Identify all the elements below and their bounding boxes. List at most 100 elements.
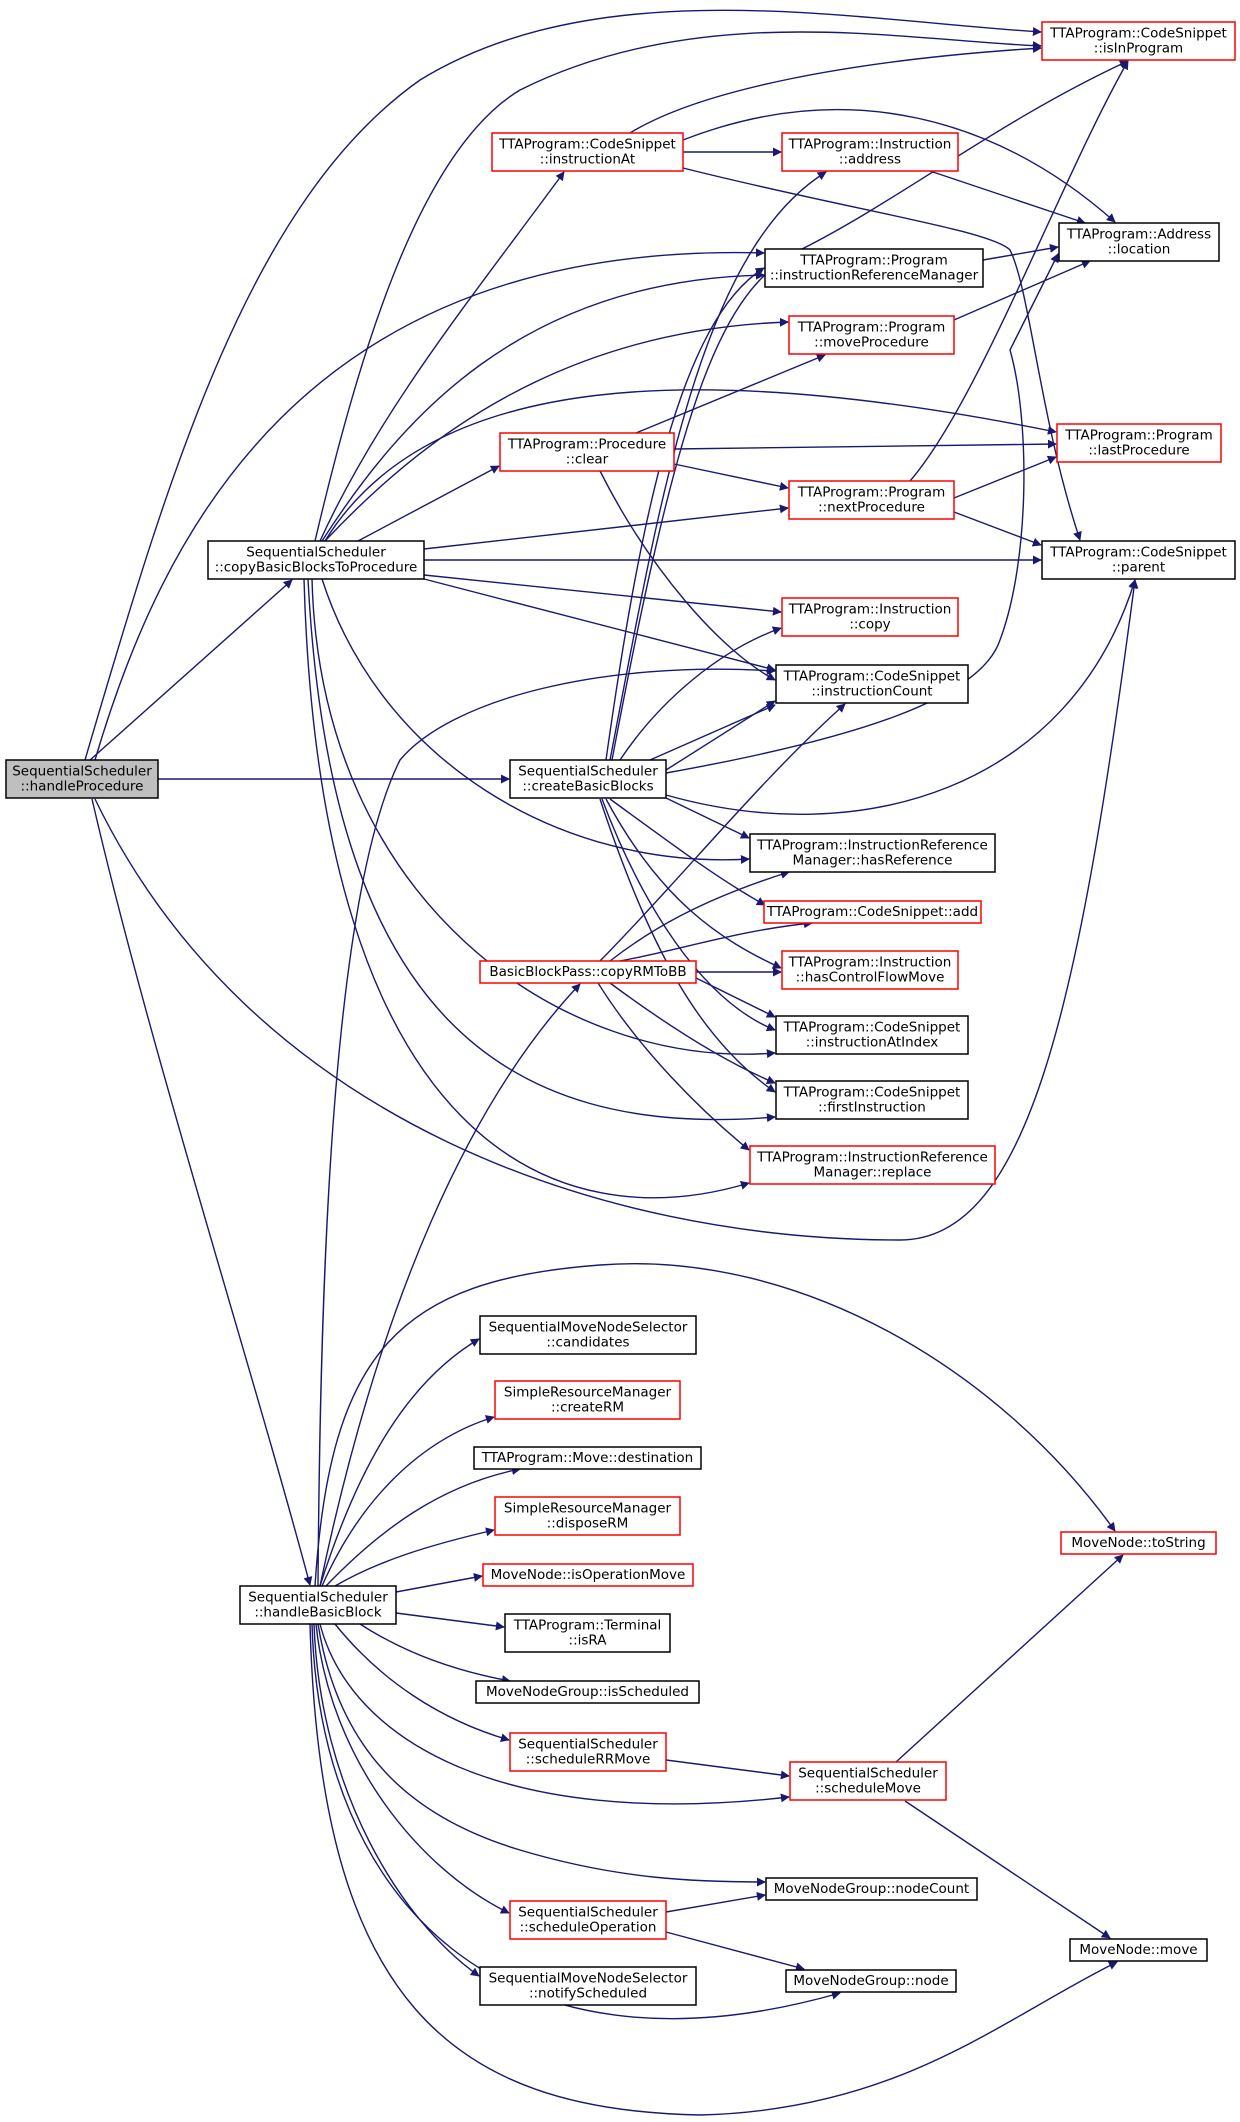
edge-createBB-to-irmHasRef [665, 797, 750, 839]
edge-copyBB-to-csInstrAtIdx [311, 578, 776, 1059]
edge-handleBB-to-mngNodeCount [317, 1623, 766, 1887]
node-box [749, 1145, 996, 1185]
edge-copyBB-to-progIRM [321, 270, 765, 542]
edges [84, 9, 1139, 2116]
node-irmReplace[interactable]: TTAProgram::InstructionReferenceManager:… [749, 1145, 996, 1185]
node-label-line: SequentialScheduler [518, 764, 658, 780]
edge-handleBB-to-srmCreate [321, 1415, 495, 1587]
edge-ssSchedRR-to-ssSchedMove [665, 1759, 790, 1780]
node-srmCreate[interactable]: SimpleResourceManager::createRM [494, 1380, 681, 1420]
node-label-line: TTAProgram::Address [1066, 227, 1211, 243]
node-srmDispose[interactable]: SimpleResourceManager::disposeRM [494, 1496, 681, 1536]
node-label-line: ::handleProcedure [21, 779, 144, 795]
node-label-line: ::clear [566, 452, 609, 468]
node-box [479, 1315, 697, 1355]
node-box [775, 1080, 969, 1120]
node-progLastProc[interactable]: TTAProgram::Program::lastProcedure [1056, 423, 1222, 463]
edge-createBB-to-instrAddr [609, 171, 827, 761]
node-box [775, 1015, 969, 1055]
node-label-line: ::lastProcedure [1088, 443, 1189, 459]
edge-progMoveProc-to-addrLoc [953, 260, 1091, 321]
edge-handleBB-to-moveDest [325, 1466, 521, 1587]
node-root[interactable]: SequentialScheduler::handleProcedure [5, 759, 159, 799]
node-csInstrAtIdx[interactable]: TTAProgram::CodeSnippet::instructionAtIn… [775, 1015, 969, 1055]
node-mnIsOp[interactable]: MoveNode::isOperationMove [482, 1563, 694, 1587]
node-csFirstInstr[interactable]: TTAProgram::CodeSnippet::firstInstructio… [775, 1080, 969, 1120]
node-copyRM[interactable]: BasicBlockPass::copyRMToBB [479, 960, 697, 984]
node-csIsInProg[interactable]: TTAProgram::CodeSnippet::isInProgram [1041, 21, 1236, 61]
node-box [509, 759, 667, 799]
edge-copyBB-to-csFirstInstr [307, 578, 776, 1123]
node-smnsNotify[interactable]: SequentialMoveNodeSelector::notifySchedu… [479, 1966, 697, 2006]
node-termIsRA[interactable]: TTAProgram::Terminal::isRA [504, 1613, 671, 1653]
edge-copyRM-to-irmHasRef [609, 870, 790, 962]
node-ssSchedRR[interactable]: SequentialScheduler::scheduleRRMove [509, 1732, 667, 1772]
node-label-line: MoveNode::toString [1071, 1535, 1205, 1551]
node-label-line: ::isInProgram [1094, 41, 1183, 57]
node-progNextProc[interactable]: TTAProgram::Program::nextProcedure [788, 480, 955, 520]
node-progIRM[interactable]: TTAProgram::Program::instructionReferenc… [764, 248, 984, 288]
node-mngNode[interactable]: MoveNodeGroup::node [785, 1969, 957, 1993]
nodes: SequentialScheduler::handleProcedureSequ… [5, 21, 1236, 2006]
node-progMoveProc[interactable]: TTAProgram::Program::moveProcedure [788, 315, 955, 355]
node-label-line: ::location [1108, 242, 1171, 258]
node-ssSchedOp[interactable]: SequentialScheduler::scheduleOperation [509, 1900, 667, 1940]
edge-copyBB-to-procClear [357, 465, 500, 542]
edge-copyRM-to-csFirstInstr [609, 982, 776, 1085]
node-createBB[interactable]: SequentialScheduler::createBasicBlocks [509, 759, 667, 799]
node-csParent[interactable]: TTAProgram::CodeSnippet::parent [1041, 540, 1236, 580]
node-smnsCand[interactable]: SequentialMoveNodeSelector::candidates [479, 1315, 697, 1355]
node-instrHasCF[interactable]: TTAProgram::Instruction::hasControlFlowM… [781, 950, 959, 990]
edge-copyBB-to-instrCopy [423, 574, 782, 616]
edge-copyBB-to-irmHasRef [321, 578, 750, 864]
node-csInstrCount[interactable]: TTAProgram::CodeSnippet::instructionCoun… [775, 664, 969, 704]
node-box [475, 1680, 700, 1704]
node-irmHasRef[interactable]: TTAProgram::InstructionReferenceManager:… [749, 833, 996, 873]
node-box [491, 132, 684, 172]
node-box [775, 664, 969, 704]
node-box [1058, 222, 1220, 262]
node-copyBB[interactable]: SequentialScheduler::copyBasicBlocksToPr… [207, 540, 425, 580]
edge-copyRM-to-csInstrAtIdx [695, 977, 776, 1018]
edge-handleBB-to-mnToString [314, 1263, 1116, 1587]
node-label-line: MoveNodeGroup::node [793, 1973, 948, 1989]
edge-progNextProc-to-progLastProc [953, 455, 1057, 499]
edge-ssSchedMove-to-mnMove [904, 1800, 1111, 1939]
node-label-line: TTAProgram::Program [799, 253, 947, 269]
node-box [781, 132, 959, 172]
node-label-line: TTAProgram::CodeSnippet [498, 137, 676, 153]
node-box [479, 960, 697, 984]
node-label-line: TTAProgram::CodeSnippet::add [766, 904, 978, 920]
node-mngIsSched[interactable]: MoveNodeGroup::isScheduled [475, 1680, 700, 1704]
edge-ssSchedOp-to-mngNodeCount [665, 1891, 766, 1913]
edge-procClear-to-progNextProc [673, 463, 789, 491]
node-label-line: TTAProgram::Instruction [788, 137, 952, 153]
node-label-line: SimpleResourceManager [504, 1385, 672, 1401]
node-label-line: ::moveProcedure [814, 335, 929, 351]
node-ssSchedMove[interactable]: SequentialScheduler::scheduleMove [789, 1761, 947, 1801]
node-label-line: TTAProgram::Program [797, 485, 945, 501]
node-mngNodeCount[interactable]: MoveNodeGroup::nodeCount [765, 1877, 978, 1901]
node-procClear[interactable]: TTAProgram::Procedure::clear [499, 432, 675, 472]
node-box [479, 1966, 697, 2006]
node-addrLoc[interactable]: TTAProgram::Address::location [1058, 222, 1220, 262]
edge-copyBB-to-progNextProc [423, 504, 789, 550]
node-label-line: ::scheduleRRMove [526, 1752, 651, 1768]
node-moveDest[interactable]: TTAProgram::Move::destination [473, 1446, 702, 1470]
node-mnToString[interactable]: MoveNode::toString [1060, 1531, 1217, 1555]
node-label-line: ::scheduleOperation [520, 1920, 657, 1936]
node-label-line: TTAProgram::InstructionReference [756, 1150, 988, 1166]
node-box [788, 315, 955, 355]
node-label-line: TTAProgram::Move::destination [481, 1450, 693, 1466]
node-instrAddr[interactable]: TTAProgram::Instruction::address [781, 132, 959, 172]
node-csAdd[interactable]: TTAProgram::CodeSnippet::add [763, 900, 982, 924]
node-box [504, 1613, 671, 1653]
edge-procClear-to-progLastProc [673, 439, 1057, 450]
node-handleBB[interactable]: SequentialScheduler::handleBasicBlock [239, 1585, 397, 1625]
node-instrCopy[interactable]: TTAProgram::Instruction::copy [781, 597, 959, 637]
node-box [1041, 21, 1236, 61]
node-box [499, 432, 675, 472]
node-csInstrAt[interactable]: TTAProgram::CodeSnippet::instructionAt [491, 132, 684, 172]
node-mnMove[interactable]: MoveNode::move [1069, 1938, 1208, 1962]
node-label-line: TTAProgram::InstructionReference [756, 838, 988, 854]
